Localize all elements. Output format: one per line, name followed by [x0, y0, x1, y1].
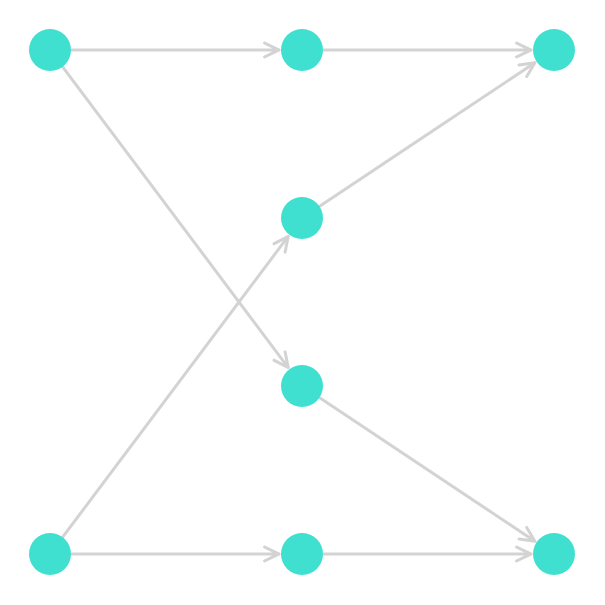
edge-line	[61, 234, 290, 539]
node-n6	[29, 533, 71, 575]
arrowhead-icon	[517, 525, 537, 543]
node-n2	[281, 29, 323, 71]
edges-layer	[61, 41, 537, 563]
edge-line	[61, 65, 290, 370]
edge-line	[317, 61, 537, 208]
edge-n2-n3	[321, 41, 533, 59]
edge-n8-n7	[321, 545, 533, 563]
edge-n5-n7	[317, 396, 537, 543]
edge-n6-n4	[61, 234, 290, 539]
arrowhead-icon	[515, 41, 533, 59]
edge-line	[317, 396, 537, 543]
nodes-layer	[29, 29, 575, 575]
edge-n6-n8	[69, 545, 281, 563]
node-n8	[281, 533, 323, 575]
node-n4	[281, 197, 323, 239]
node-n1	[29, 29, 71, 71]
arrowhead-icon	[515, 545, 533, 563]
node-n3	[533, 29, 575, 71]
arrowhead-icon	[272, 234, 290, 254]
arrowhead-icon	[517, 61, 537, 79]
node-n7	[533, 533, 575, 575]
edge-n1-n2	[69, 41, 281, 59]
edge-n1-n5	[61, 65, 290, 370]
node-n5	[281, 365, 323, 407]
arrowhead-icon	[263, 545, 281, 563]
edge-n4-n3	[317, 61, 537, 208]
arrowhead-icon	[272, 350, 290, 370]
arrowhead-icon	[263, 41, 281, 59]
